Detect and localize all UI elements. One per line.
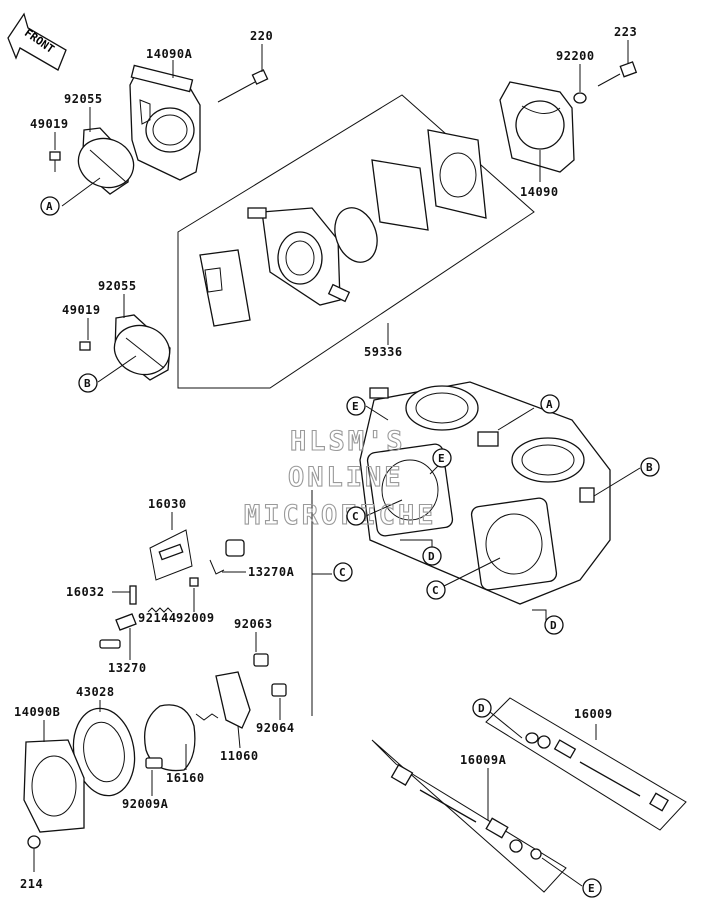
part-label-16160: 16160	[166, 771, 205, 785]
screw-214-icon	[27, 835, 41, 872]
part-label-16009: 16009	[574, 707, 613, 721]
washer-92200-icon	[573, 92, 587, 104]
part-label-13270a: 13270A	[248, 565, 295, 579]
ref-label-b-mid: B	[84, 377, 91, 390]
screw-49019-top-icon	[49, 151, 61, 172]
part-label-13270: 13270	[108, 661, 147, 675]
screw-49019-mid-icon	[79, 341, 91, 351]
ref-label-c-left: C	[352, 510, 359, 523]
screw-92063-icon	[253, 653, 269, 667]
part-label-92009: 92009	[176, 611, 215, 625]
ref-circle-e-mid: E	[432, 448, 452, 468]
gasket-92055-top	[77, 127, 135, 195]
throttle-body-assembly	[359, 381, 611, 605]
ref-label-a-body: A	[546, 398, 553, 411]
screw-92064-icon	[271, 683, 287, 697]
part-label-16009a: 16009A	[460, 753, 507, 767]
part-label-49019-mid: 49019	[62, 303, 101, 317]
bolt-223-icon	[597, 61, 638, 87]
pin-16030-icon	[149, 529, 193, 581]
cap-13270a-icon	[209, 539, 245, 575]
bolt-220-icon	[217, 69, 269, 103]
ref-label-a-top: A	[46, 200, 53, 213]
ref-circle-e-kit: E	[582, 878, 602, 898]
ref-label-c-lower: C	[339, 566, 346, 579]
gasket-92055-mid	[113, 314, 171, 381]
ref-circle-d-kit: D	[472, 698, 492, 718]
spring-92144-icon	[147, 607, 173, 613]
screw-92009-icon	[189, 577, 199, 587]
watermark-line-3: MICROFICHE	[244, 500, 437, 531]
screw-kit-16009a	[371, 739, 567, 893]
ref-circle-b-body: B	[640, 457, 660, 477]
ref-circle-d-left: D	[422, 546, 442, 566]
part-label-92055-mid: 92055	[98, 279, 137, 293]
ref-label-e-mid: E	[438, 452, 445, 465]
ref-circle-c-left: C	[346, 506, 366, 526]
screw-92009a-icon	[145, 757, 163, 769]
part-label-16032: 16032	[66, 585, 105, 599]
part-label-92009a: 92009A	[122, 797, 169, 811]
part-label-14090a: 14090A	[146, 47, 193, 61]
ref-circle-a-body: A	[540, 394, 560, 414]
part-label-16030: 16030	[148, 497, 187, 511]
ref-label-d-right: D	[550, 619, 557, 632]
cover-14090b	[23, 739, 85, 833]
part-labels: 220 223 14090A 92200 92055 49019 14090 9…	[14, 25, 637, 891]
ref-label-d-left: D	[428, 550, 435, 563]
ref-label-e-upper: E	[352, 400, 359, 413]
part-label-14090: 14090	[520, 185, 559, 199]
part-label-14090b: 14090B	[14, 705, 60, 719]
ref-label-d-kit: D	[478, 702, 485, 715]
part-label-59336: 59336	[364, 345, 403, 359]
body-16160	[143, 704, 196, 772]
part-label-92055-top: 92055	[64, 92, 103, 106]
adaptor-14090a	[129, 64, 201, 181]
ref-circle-e-upper: E	[346, 396, 366, 416]
watermark-line-2: ONLINE	[288, 462, 404, 493]
adaptor-14090	[499, 81, 575, 173]
front-arrow-icon: FRONT	[7, 12, 67, 71]
bracket-11060	[195, 671, 251, 729]
ref-circle-b-mid: B	[78, 373, 98, 393]
ref-circle-c-lower: C	[333, 562, 353, 582]
ref-label-c-right: C	[432, 584, 439, 597]
part-label-220: 220	[250, 29, 273, 43]
part-label-92144: 92144	[138, 611, 177, 625]
part-label-11060: 11060	[220, 749, 259, 763]
ref-label-e-kit: E	[588, 882, 595, 895]
part-label-92064: 92064	[256, 721, 295, 735]
watermark-line-1: HLSM'S	[290, 426, 406, 457]
part-label-92063: 92063	[234, 617, 273, 631]
part-label-49019-top: 49019	[30, 117, 69, 131]
kit-59336-box	[177, 94, 535, 389]
watermark: HLSM'S ONLINE MICROFICHE	[243, 425, 437, 531]
ref-label-b-body: B	[646, 461, 653, 474]
ref-circle-c-right: C	[426, 580, 446, 600]
ref-circle-d-right: D	[544, 615, 564, 635]
part-label-214: 214	[20, 877, 43, 891]
ref-circle-a-top: A	[40, 196, 60, 216]
part-label-223: 223	[614, 25, 637, 39]
part-label-43028: 43028	[76, 685, 115, 699]
pin-16032-icon	[129, 585, 137, 605]
lever-13270-icon	[99, 613, 137, 649]
part-label-92200: 92200	[556, 49, 595, 63]
screw-kit-16009	[485, 697, 687, 831]
